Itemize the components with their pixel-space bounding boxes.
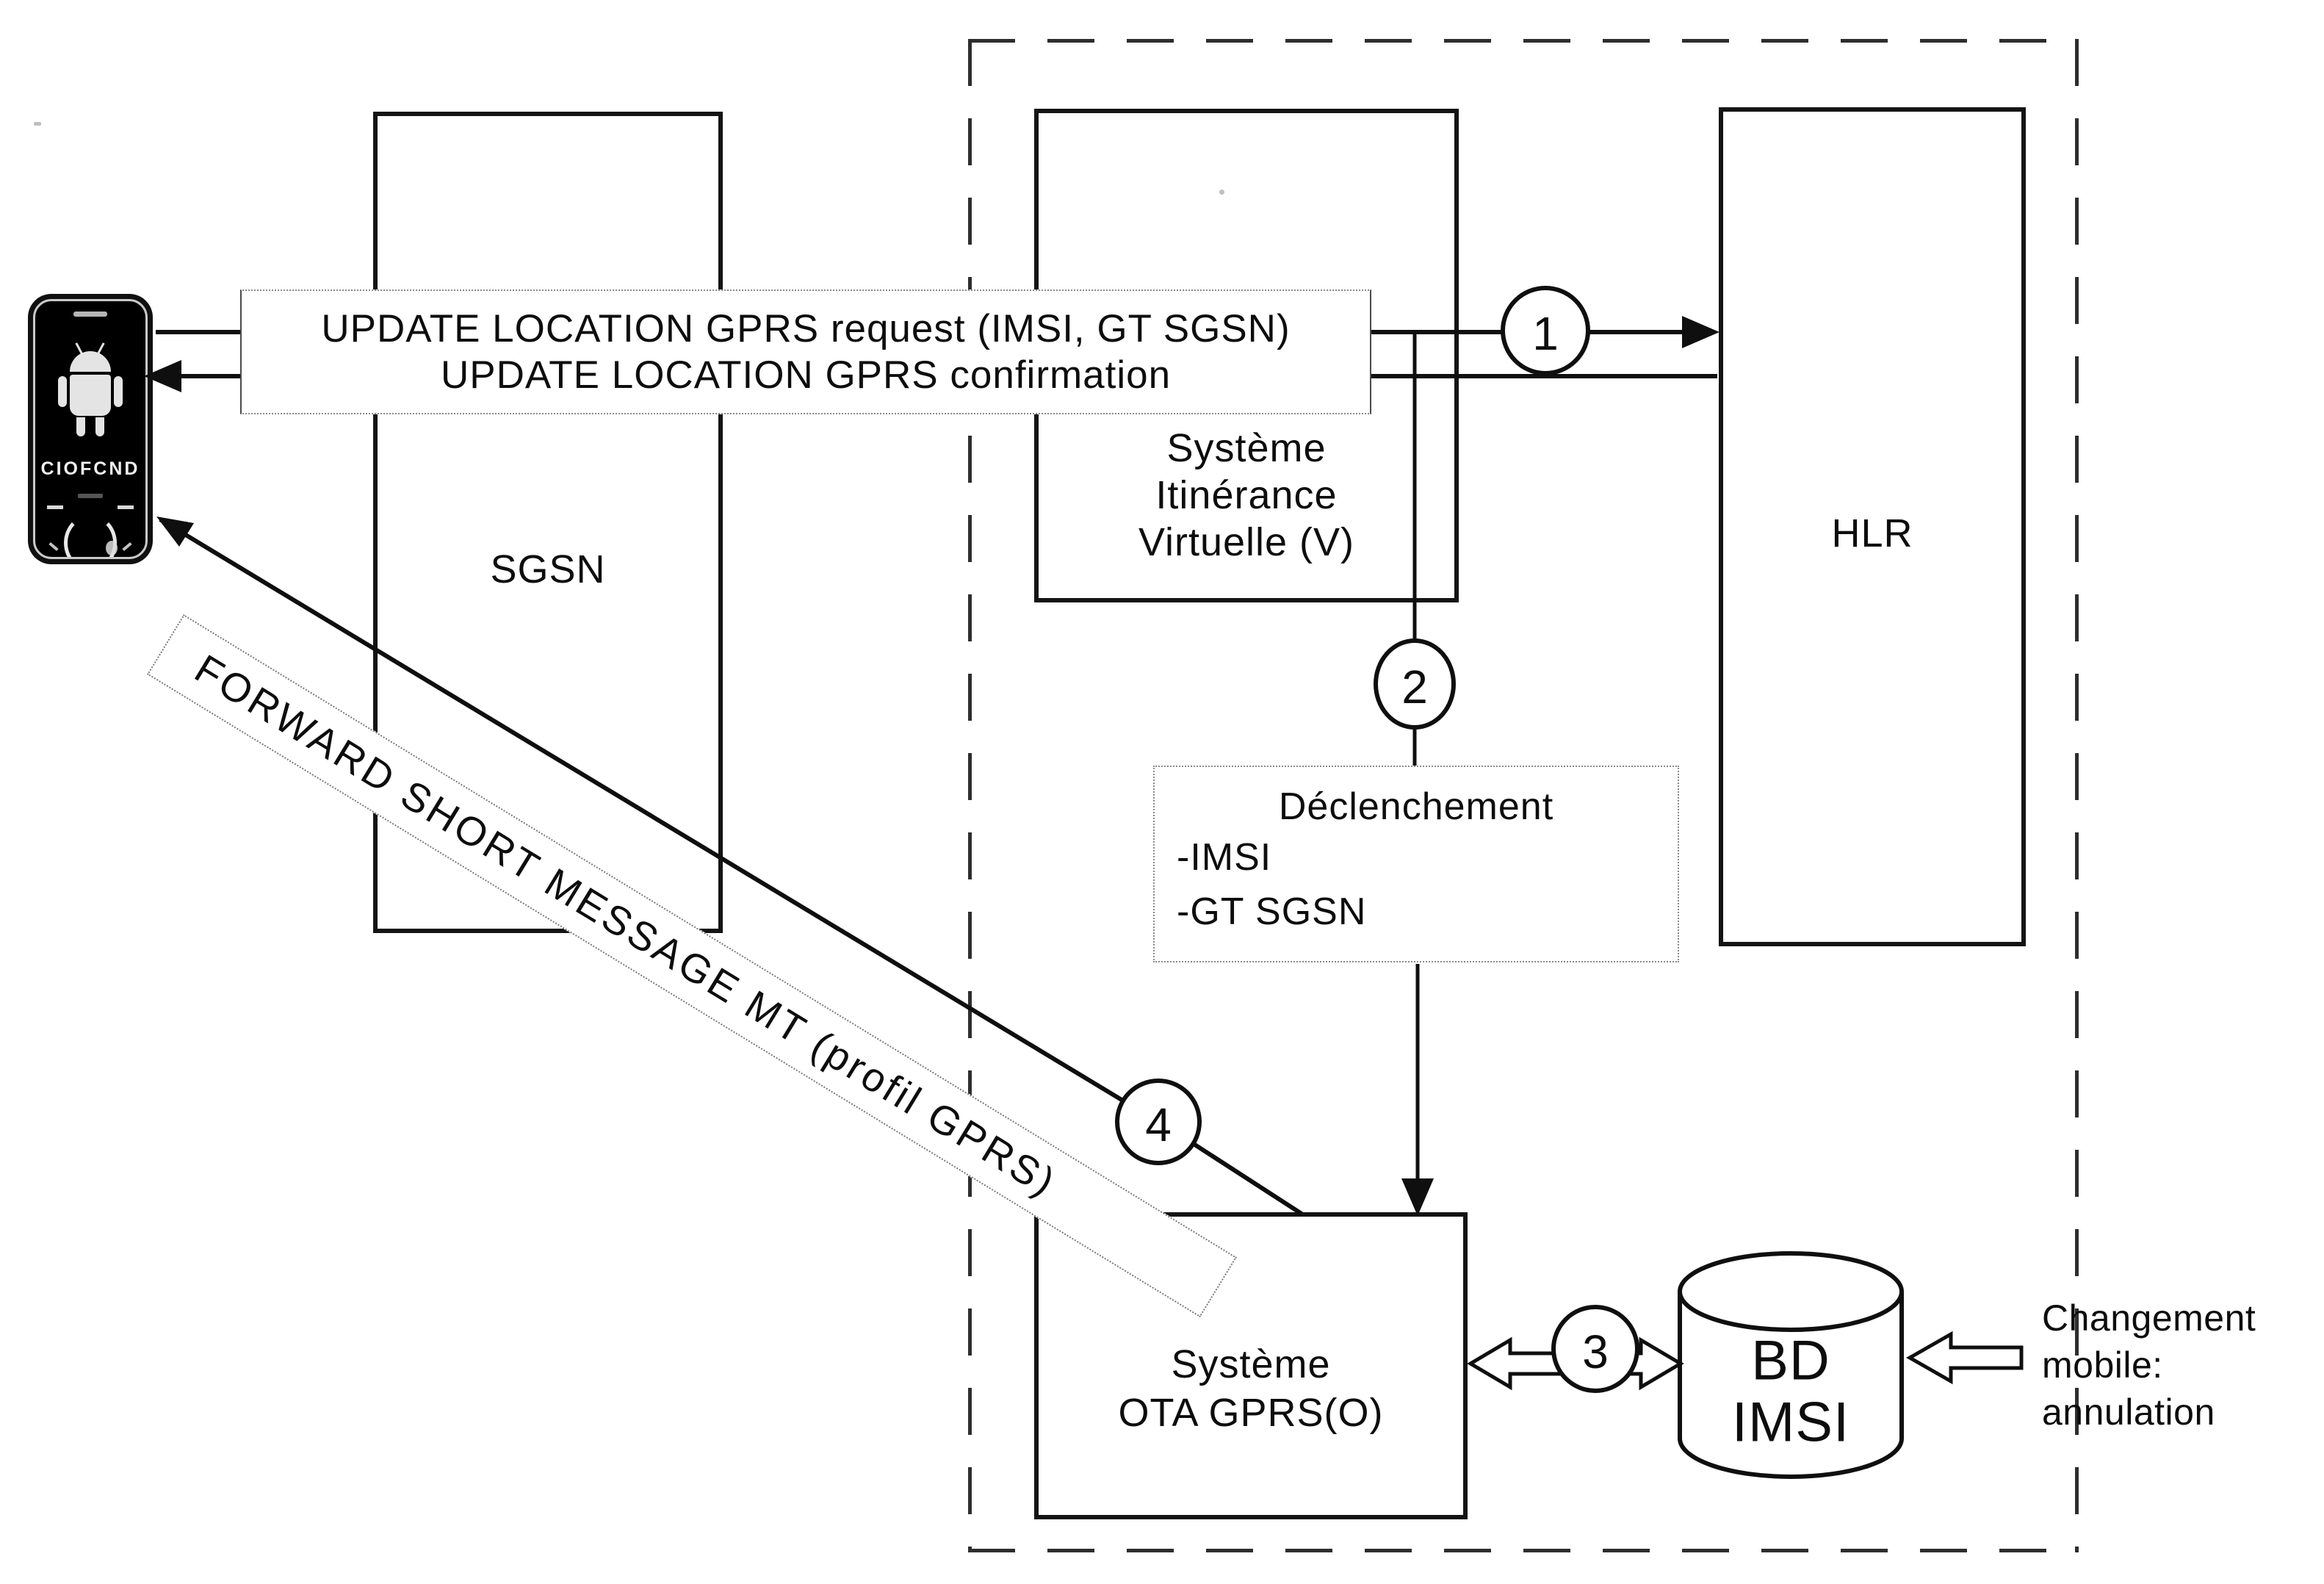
update-request-label: UPDATE LOCATION GPRS request (IMSI, GT S…	[321, 307, 1291, 350]
step-circle-4	[1115, 1079, 1202, 1165]
update-request-arrowhead-icon	[1682, 316, 1719, 348]
bd-label: BD	[1751, 1330, 1830, 1392]
virtual-roaming-label-line2: Itinérance	[1155, 473, 1338, 517]
changement-arrow	[1905, 1331, 2024, 1385]
phone-speaker	[73, 312, 107, 317]
bd-imsi-cylinder-top	[1678, 1251, 1904, 1332]
phone-brand-label: CIOFCND	[40, 458, 140, 479]
dashed-boundary-left	[968, 39, 972, 1552]
step-circle-1	[1501, 286, 1590, 375]
forward-sms-line-lower	[1190, 1140, 1303, 1216]
update-confirmation-arrowhead-icon	[144, 360, 181, 392]
step-number-2: 2	[1401, 660, 1428, 713]
phone-navkey-dot	[106, 541, 118, 555]
phone-navkey-icon	[64, 514, 117, 557]
dashed-boundary-bottom	[968, 1549, 2079, 1552]
step-circle-2	[1374, 638, 1456, 730]
ota-label-line1: Système	[1171, 1342, 1331, 1386]
ota-label-line2: OTA GPRS(O)	[1118, 1391, 1384, 1435]
dashed-boundary-right	[2075, 39, 2079, 1552]
hlr-label: HLR	[1831, 511, 1913, 555]
phone-small-text	[78, 494, 103, 498]
declenchement-item-gt-sgsn: -GT SGSN	[1177, 890, 1367, 933]
trigger-arrowhead-icon	[1401, 1178, 1434, 1216]
changement-note: Changement mobile: annulation	[2042, 1295, 2256, 1436]
step-number-3: 3	[1582, 1325, 1609, 1378]
scan-speck	[34, 122, 41, 126]
dashed-boundary-top	[968, 39, 2079, 43]
imsi-label: IMSI	[1732, 1392, 1850, 1454]
virtual-roaming-label-line1: Système	[1166, 426, 1327, 470]
ota-label: Système OTA GPRS(O)	[1039, 1340, 1463, 1437]
declenchement-item-imsi: -IMSI	[1177, 836, 1272, 879]
bd-imsi-cylinder	[1678, 1292, 1904, 1479]
step-circle-3	[1551, 1305, 1639, 1393]
declenchement-title: Déclenchement	[1278, 785, 1554, 828]
hlr-box: HLR	[1719, 107, 2026, 946]
declenchement-box: Déclenchement -IMSI -GT SGSN	[1153, 766, 1679, 962]
changement-note-line2: mobile:	[2042, 1344, 2163, 1386]
virtual-roaming-label: Système Itinérance Virtuelle (V)	[1039, 425, 1454, 566]
ota-box: Système OTA GPRS(O)	[1034, 1212, 1468, 1519]
changement-note-line3: annulation	[2042, 1392, 2215, 1433]
update-confirmation-label: UPDATE LOCATION GPRS confirmation	[440, 353, 1172, 397]
mobile-phone-icon: CIOFCND	[28, 294, 153, 564]
update-location-label-box: UPDATE LOCATION GPRS request (IMSI, GT S…	[240, 289, 1371, 414]
forward-sms-line-upper	[159, 517, 1127, 1104]
forward-sms-arrowhead-icon	[156, 516, 194, 547]
declenchement-items: -IMSI -GT SGSN	[1177, 830, 1678, 939]
sgsn-label: SGSN	[490, 547, 606, 591]
step-number-1: 1	[1532, 307, 1559, 360]
scan-speck	[1219, 190, 1224, 195]
android-robot-icon	[57, 342, 123, 439]
phone-screen: CIOFCND	[33, 299, 148, 559]
phone-softkey-left	[47, 505, 63, 509]
phone-softkey-right	[118, 505, 134, 509]
changement-note-line1: Changement	[2042, 1297, 2256, 1339]
step-number-4: 4	[1145, 1098, 1172, 1151]
virtual-roaming-label-line3: Virtuelle (V)	[1138, 520, 1355, 564]
